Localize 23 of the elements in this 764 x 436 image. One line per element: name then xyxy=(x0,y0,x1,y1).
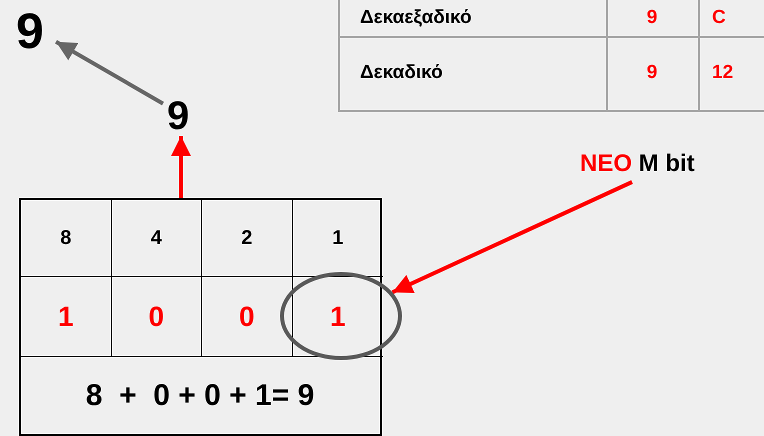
place-value-cell: 1 xyxy=(292,200,383,277)
highlight-circle xyxy=(280,272,402,360)
arrow xyxy=(55,40,164,106)
bit-value-cell: 0 xyxy=(112,277,202,357)
arrow xyxy=(171,136,191,198)
place-value-cell: 4 xyxy=(112,200,202,277)
value-cell: 9 xyxy=(606,0,700,38)
sum-formula-cell-text: 8 + 0 + 0 + 1= 9 xyxy=(84,378,316,414)
row-header-cell: Δεκαδικό xyxy=(338,36,608,112)
result-number: 9 xyxy=(167,96,190,136)
value-cell: 9 xyxy=(606,36,700,112)
bit-value-cell: 0 xyxy=(202,277,292,357)
bit-value-cell: 1 xyxy=(292,277,383,357)
callout-text: ΝΕΟ M bit xyxy=(580,152,695,176)
arrow xyxy=(392,180,633,294)
place-value-cell: 2 xyxy=(202,200,292,277)
value-cell: 12 xyxy=(698,36,764,112)
bit-value-cell: 1 xyxy=(21,277,112,357)
row-header-cell: Δεκαεξαδικό xyxy=(338,0,608,38)
place-value-cell: 8 xyxy=(21,200,112,277)
binary-table xyxy=(19,198,382,436)
result-number: 9 xyxy=(16,6,44,56)
value-cell: C xyxy=(698,0,764,38)
